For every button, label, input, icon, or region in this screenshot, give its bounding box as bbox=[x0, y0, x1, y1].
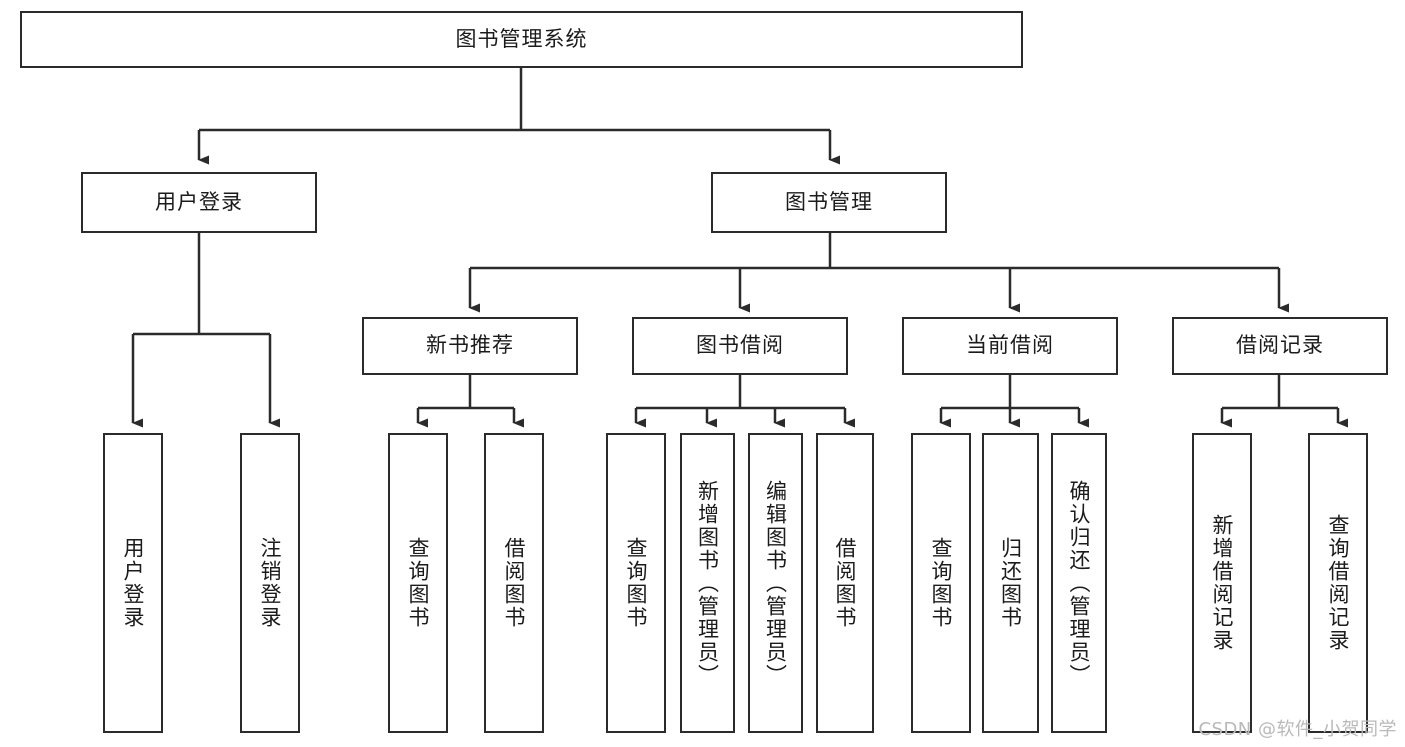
node-label: 查询图书 bbox=[624, 537, 648, 629]
node-label: 用户登录 bbox=[155, 189, 243, 214]
node-label: 查询图书 bbox=[929, 537, 953, 629]
node-label: 当前借阅 bbox=[966, 333, 1054, 358]
leaf-user-login-logout[interactable]: 注销登录 bbox=[240, 433, 300, 733]
node-label: 用户登录 bbox=[121, 537, 145, 629]
node-label: 新书推荐 bbox=[426, 333, 514, 358]
node-label: 确认归还（管理员） bbox=[1067, 479, 1091, 687]
node-label: 图书管理系统 bbox=[455, 26, 588, 51]
node-label: 新增图书（管理员） bbox=[695, 479, 720, 687]
leaf-borrow-record-add[interactable]: 新增借阅记录 bbox=[1192, 433, 1252, 733]
node-label: 借阅图书 bbox=[502, 537, 526, 629]
leaf-new-book-borrow[interactable]: 借阅图书 bbox=[484, 433, 544, 733]
node-borrow-record[interactable]: 借阅记录 bbox=[1172, 317, 1388, 375]
node-user-login[interactable]: 用户登录 bbox=[81, 172, 317, 233]
leaf-current-borrow-return[interactable]: 归还图书 bbox=[982, 433, 1039, 733]
node-label: 借阅记录 bbox=[1236, 333, 1324, 358]
leaf-new-book-query[interactable]: 查询图书 bbox=[388, 433, 448, 733]
leaf-user-login-login[interactable]: 用户登录 bbox=[103, 433, 163, 733]
node-current-borrow[interactable]: 当前借阅 bbox=[902, 317, 1118, 375]
leaf-book-borrow-borrow[interactable]: 借阅图书 bbox=[816, 433, 874, 733]
node-label: 查询图书 bbox=[406, 537, 430, 629]
leaf-book-borrow-edit[interactable]: 编辑图书（管理员） bbox=[748, 433, 803, 733]
node-label: 编辑图书（管理员） bbox=[763, 479, 788, 687]
node-label: 图书管理 bbox=[785, 189, 873, 214]
leaf-current-borrow-query[interactable]: 查询图书 bbox=[911, 433, 971, 733]
node-book-borrow[interactable]: 图书借阅 bbox=[632, 317, 848, 375]
node-label: 注销登录 bbox=[258, 537, 282, 629]
leaf-book-borrow-query[interactable]: 查询图书 bbox=[606, 433, 666, 733]
node-label: 归还图书 bbox=[998, 537, 1023, 629]
node-new-book-recommend[interactable]: 新书推荐 bbox=[362, 317, 578, 375]
leaf-borrow-record-query[interactable]: 查询借阅记录 bbox=[1308, 433, 1368, 733]
node-label: 查询借阅记录 bbox=[1326, 514, 1350, 652]
node-root-system[interactable]: 图书管理系统 bbox=[20, 11, 1023, 68]
node-label: 图书借阅 bbox=[696, 333, 784, 358]
leaf-current-borrow-confirm-return[interactable]: 确认归还（管理员） bbox=[1051, 433, 1107, 733]
node-label: 借阅图书 bbox=[833, 537, 857, 629]
node-label: 新增借阅记录 bbox=[1210, 514, 1234, 652]
leaf-book-borrow-add[interactable]: 新增图书（管理员） bbox=[680, 433, 735, 733]
watermark-text: CSDN @软件_小贺同学 bbox=[1198, 719, 1397, 740]
node-book-management[interactable]: 图书管理 bbox=[711, 172, 947, 233]
